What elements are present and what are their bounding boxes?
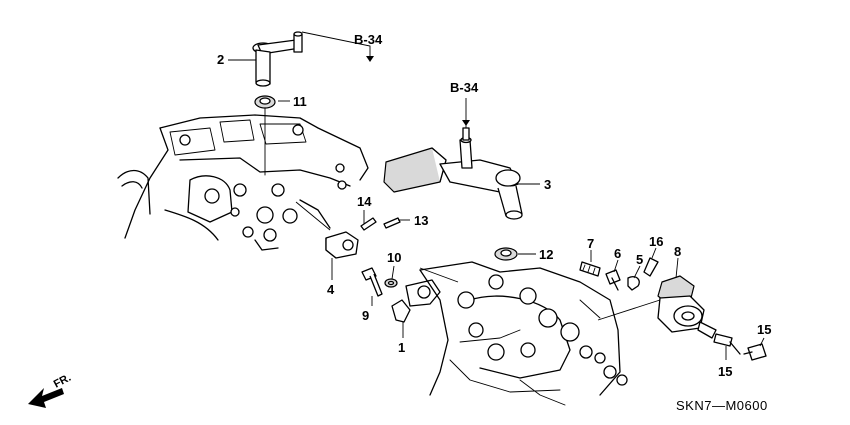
transmission-upper-case — [117, 107, 369, 251]
part-3-shift-lever[interactable] — [383, 127, 523, 220]
callout-7: 7 — [587, 236, 594, 251]
callout-10: 10 — [387, 250, 401, 265]
callout-15-left: 15 — [718, 364, 732, 379]
part-14-spring-pin[interactable] — [360, 217, 377, 231]
transmission-housing — [419, 261, 628, 406]
part-13-spring-pin[interactable] — [383, 217, 401, 229]
part-9-bolt[interactable] — [361, 267, 383, 297]
part-4-shift-joint[interactable] — [325, 231, 359, 259]
callout-3: 3 — [544, 177, 551, 192]
part-2-shift-arm[interactable] — [252, 31, 303, 87]
front-direction-indicator: FR. — [28, 372, 73, 408]
callout-4: 4 — [327, 282, 335, 297]
part-16-pin[interactable] — [643, 257, 659, 277]
part-6-bolt[interactable] — [605, 269, 621, 291]
callout-2: 2 — [217, 52, 224, 67]
part-15-bolt-left[interactable] — [713, 333, 741, 355]
diagram-code: SKN7—M0600 — [676, 398, 768, 413]
callout-6: 6 — [614, 246, 621, 261]
callout-14: 14 — [357, 194, 372, 209]
part-12-oil-seal[interactable] — [494, 247, 518, 261]
part-15-bolt-right[interactable] — [743, 343, 767, 361]
callout-labels: 2 11 14 13 4 10 9 1 12 3 7 6 5 16 8 15 1… — [217, 52, 771, 379]
callout-12: 12 — [539, 247, 553, 262]
reference-b34-lower[interactable]: B-34 — [450, 80, 479, 95]
part-8-sensor-assembly[interactable] — [657, 275, 717, 339]
callout-16: 16 — [649, 234, 663, 249]
callout-1: 1 — [398, 340, 405, 355]
callout-9: 9 — [362, 308, 369, 323]
arrow-down-icon — [462, 120, 470, 126]
callout-13: 13 — [414, 213, 428, 228]
part-5-clip[interactable] — [627, 276, 640, 291]
leader-lines — [228, 31, 765, 360]
arrow-down-icon — [366, 56, 374, 62]
arrow-front-icon — [28, 388, 64, 408]
reference-b34-upper[interactable]: B-34 — [354, 32, 383, 47]
part-10-washer[interactable] — [384, 278, 398, 288]
callout-11: 11 — [293, 94, 307, 109]
callout-15-right: 15 — [757, 322, 771, 337]
part-7-bolt[interactable] — [579, 261, 601, 277]
callout-5: 5 — [636, 252, 643, 267]
part-11-oil-seal[interactable] — [254, 95, 276, 109]
part-1-shift-holder[interactable] — [391, 279, 441, 323]
direction-label: FR. — [52, 372, 73, 391]
callout-8: 8 — [674, 244, 681, 259]
